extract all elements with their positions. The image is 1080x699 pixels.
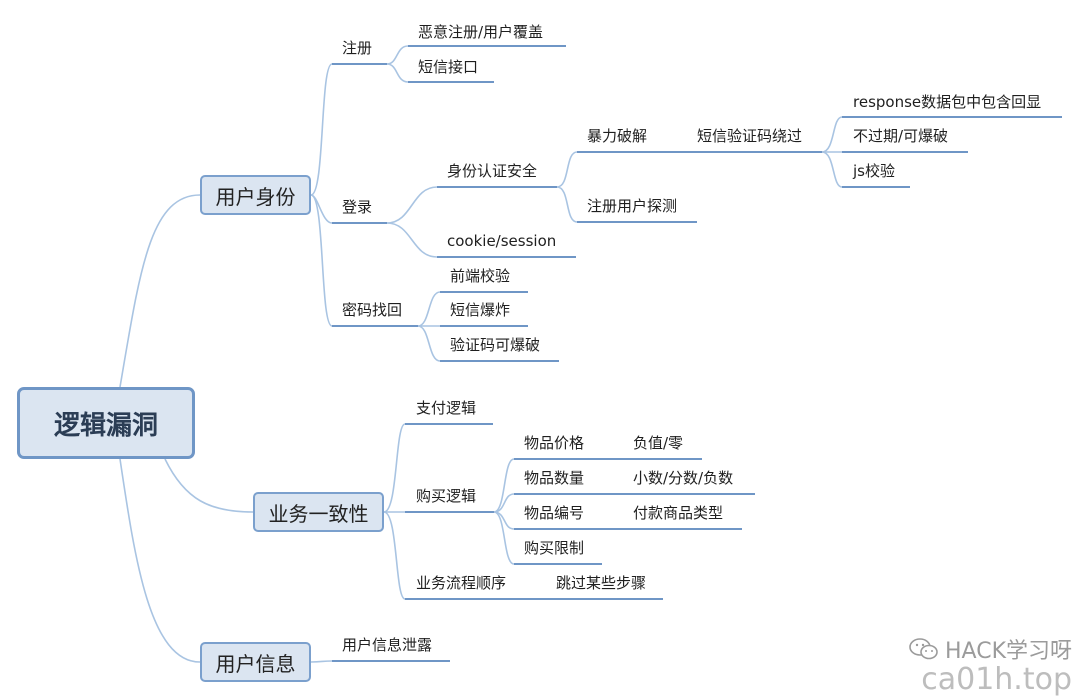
wechat-icon [909,638,938,660]
watermark: HACK学习呀 ca01h.top [909,633,1072,695]
node-info-leak[interactable]: 用户信息泄露 [342,636,433,654]
node-payment-item-type[interactable]: 付款商品类型 [633,504,724,522]
node-skip-steps[interactable]: 跳过某些步骤 [556,574,647,592]
root-topic[interactable]: 逻辑漏洞 [17,387,195,459]
node-negative-zero[interactable]: 负值/零 [633,434,684,452]
branch-business-consistency[interactable]: 业务一致性 [253,492,384,532]
node-sms-bomb[interactable]: 短信爆炸 [450,301,511,319]
node-brute-force[interactable]: 暴力破解 [587,127,648,145]
node-js-check[interactable]: js校验 [853,162,895,180]
node-sms-code-bypass[interactable]: 短信验证码绕过 [697,127,803,145]
node-payment-logic[interactable]: 支付逻辑 [416,399,477,417]
node-purchase-limit[interactable]: 购买限制 [524,539,585,557]
node-item-price[interactable]: 物品价格 [524,434,585,452]
node-captcha-brute[interactable]: 验证码可爆破 [450,336,541,354]
node-sms-interface[interactable]: 短信接口 [418,58,479,76]
node-register[interactable]: 注册 [342,39,373,57]
branch-user-identity[interactable]: 用户身份 [200,175,311,215]
watermark-site: ca01h.top [921,662,1072,697]
node-auth-security[interactable]: 身份认证安全 [447,162,538,180]
node-business-flow[interactable]: 业务流程顺序 [416,574,507,592]
node-frontend-check[interactable]: 前端校验 [450,267,511,285]
watermark-account: HACK学习呀 [945,639,1072,664]
node-item-code[interactable]: 物品编号 [524,504,585,522]
node-malicious-register[interactable]: 恶意注册/用户覆盖 [418,23,544,41]
node-decimal-fraction[interactable]: 小数/分数/负数 [633,469,734,487]
node-password-recovery[interactable]: 密码找回 [342,301,403,319]
node-purchase-logic[interactable]: 购买逻辑 [416,487,477,505]
node-item-quantity[interactable]: 物品数量 [524,469,585,487]
node-user-probe[interactable]: 注册用户探测 [587,197,678,215]
node-cookie-session[interactable]: cookie/session [447,232,557,250]
node-no-expire[interactable]: 不过期/可爆破 [853,127,949,145]
node-response-echo[interactable]: response数据包中包含回显 [853,93,1042,111]
branch-user-info[interactable]: 用户信息 [200,642,311,682]
node-login[interactable]: 登录 [342,198,373,216]
